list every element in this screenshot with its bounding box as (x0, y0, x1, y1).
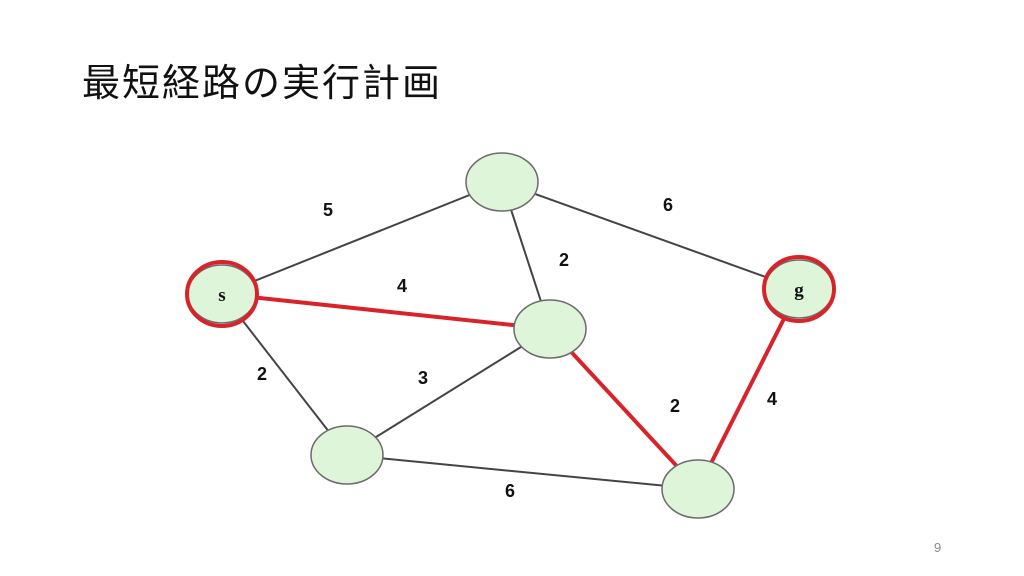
highlight-ring-g (762, 255, 836, 323)
edge-mid-bl (346, 328, 551, 456)
edge-weight-s-mid: 4 (397, 276, 407, 296)
node-bl (310, 425, 384, 485)
edge-labels-layer: 5 4 2 2 6 3 2 6 4 (257, 195, 777, 501)
edge-top-g (501, 181, 800, 290)
edge-weight-top-mid: 2 (559, 250, 569, 270)
edges-layer (221, 181, 801, 491)
edge-weight-br-g: 4 (767, 389, 777, 409)
node-circle-mid (513, 299, 587, 359)
node-label-s: s (218, 285, 225, 306)
node-label-g: g (794, 280, 804, 301)
page-number: 9 (934, 540, 942, 555)
highlight-ring-s (185, 260, 259, 328)
edge-br-g-shortest-path (696, 288, 801, 490)
node-mid (513, 299, 587, 359)
edge-weight-top-g: 6 (663, 195, 673, 215)
node-circle-bl (310, 425, 384, 485)
edge-weight-s-bl: 2 (257, 364, 267, 384)
node-g: g (762, 255, 836, 323)
edge-mid-br-shortest-path (548, 327, 700, 491)
node-circle-top (465, 152, 539, 212)
edge-weight-s-top: 5 (323, 200, 333, 220)
edge-s-top (221, 181, 503, 295)
node-top (465, 152, 539, 212)
edge-s-mid-shortest-path (221, 292, 551, 331)
node-s: s (185, 260, 259, 328)
node-br (661, 459, 735, 519)
node-circle-br (661, 459, 735, 519)
edge-weight-bl-br: 6 (505, 481, 515, 501)
edge-bl-br (346, 454, 699, 490)
slide-title: 最短経路の実行計画 (82, 61, 443, 105)
edge-weight-mid-br: 2 (670, 396, 680, 416)
edge-weight-mid-bl: 3 (418, 368, 428, 388)
